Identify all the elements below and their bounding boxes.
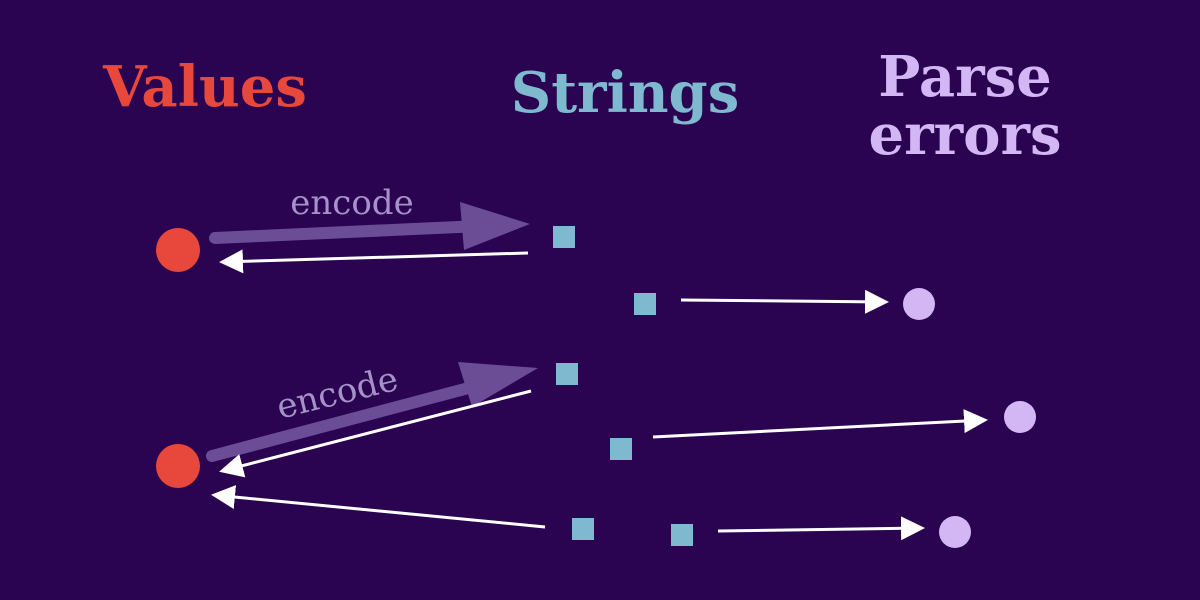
- decode-arrow-3: [211, 485, 546, 529]
- value-node-1: [156, 228, 200, 272]
- parse-error-node-1: [903, 288, 935, 320]
- decode-arrow-1: [219, 249, 529, 274]
- encode-label-top: encode: [290, 183, 413, 223]
- value-node-2: [156, 444, 200, 488]
- parse-error-node-3: [939, 516, 971, 548]
- error-arrow-2: [652, 409, 988, 439]
- parse-errors-heading-line1: Parse: [878, 44, 1052, 110]
- decode-arrow-2: [219, 389, 532, 478]
- strings-heading: Strings: [510, 60, 740, 126]
- string-node-1: [553, 226, 575, 248]
- string-node-2: [634, 293, 656, 315]
- string-node-3: [556, 363, 578, 385]
- parse-error-node-2: [1004, 401, 1036, 433]
- parse-errors-heading-line2: errors: [868, 102, 1062, 168]
- string-node-4: [610, 438, 632, 460]
- error-arrow-1: [680, 289, 889, 314]
- encode-arrow-top: [209, 202, 530, 250]
- encode-arrow-bottom: [206, 362, 538, 462]
- values-heading: Values: [103, 54, 307, 120]
- string-node-5: [572, 518, 594, 540]
- string-node-6: [671, 524, 693, 546]
- error-arrow-3: [717, 516, 925, 541]
